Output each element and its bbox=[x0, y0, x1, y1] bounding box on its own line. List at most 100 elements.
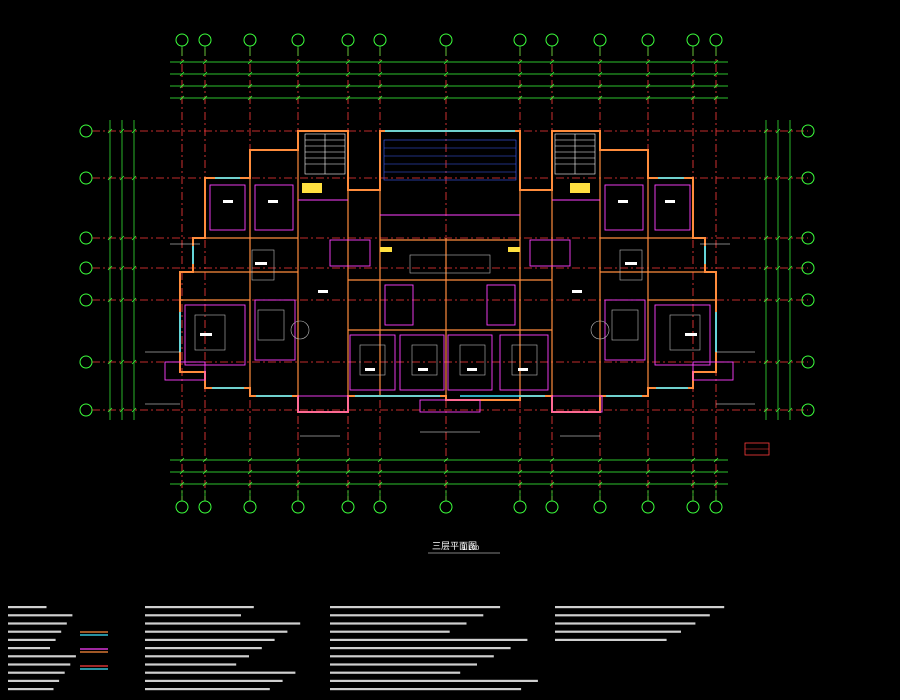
dimension-tick bbox=[107, 407, 113, 413]
dimension-tick bbox=[787, 128, 793, 134]
dimension-tick bbox=[131, 235, 137, 241]
dimension-tick bbox=[517, 59, 523, 65]
grid-bubble-left bbox=[79, 293, 93, 307]
grid-bubble-right bbox=[801, 293, 815, 307]
dimension-tick bbox=[131, 297, 137, 303]
dimension-tick bbox=[645, 469, 651, 475]
grid-bubble-right bbox=[801, 261, 815, 275]
grid-bubble-right bbox=[801, 124, 815, 138]
dimension-tick bbox=[179, 71, 185, 77]
grid-bubble-top bbox=[545, 33, 559, 56]
grid-bubble-left bbox=[79, 124, 93, 138]
grid-bubble-bottom bbox=[291, 490, 305, 514]
partition-walls bbox=[184, 184, 711, 391]
dimension-tick bbox=[645, 59, 651, 65]
note-line bbox=[8, 679, 60, 682]
dimension-tick bbox=[377, 457, 383, 463]
grid-bubble-top bbox=[198, 33, 212, 56]
dimension-tick bbox=[345, 481, 351, 487]
dimension-tick bbox=[131, 407, 137, 413]
room-text-marks bbox=[200, 200, 697, 371]
dimension-tick bbox=[690, 457, 696, 463]
dimension-tick bbox=[377, 469, 383, 475]
dimension-tick bbox=[787, 265, 793, 271]
note-line bbox=[145, 647, 262, 650]
dimension-tick bbox=[179, 469, 185, 475]
dimension-tick bbox=[131, 359, 137, 365]
grid-bubble-bottom bbox=[373, 490, 387, 514]
grid-bubble-top bbox=[373, 33, 387, 56]
dimension-tick bbox=[119, 175, 125, 181]
dimension-tick bbox=[597, 83, 603, 89]
level-legend-box bbox=[744, 442, 770, 456]
dimension-tick bbox=[247, 457, 253, 463]
dimension-tick bbox=[713, 83, 719, 89]
grid-bubble-bottom bbox=[545, 490, 559, 514]
dimension-tick bbox=[517, 95, 523, 101]
note-line bbox=[8, 647, 50, 650]
annotation-leaders bbox=[145, 243, 755, 437]
dimension-tick bbox=[763, 235, 769, 241]
dimension-tick bbox=[443, 481, 449, 487]
dimension-tick bbox=[517, 457, 523, 463]
dimension-tick bbox=[377, 59, 383, 65]
dimension-tick bbox=[202, 481, 208, 487]
note-line bbox=[330, 655, 494, 658]
dimension-tick bbox=[690, 469, 696, 475]
dimension-tick bbox=[345, 469, 351, 475]
dimension-tick bbox=[107, 297, 113, 303]
dimension-tick bbox=[345, 457, 351, 463]
dimension-tick bbox=[690, 83, 696, 89]
top-dimension-lines bbox=[170, 61, 728, 99]
dimension-tick bbox=[763, 265, 769, 271]
dimension-tick bbox=[549, 59, 555, 65]
dimension-tick bbox=[107, 128, 113, 134]
dimension-tick bbox=[107, 175, 113, 181]
dimension-tick bbox=[645, 83, 651, 89]
note-line bbox=[330, 630, 450, 633]
note-line bbox=[8, 655, 76, 658]
note-line bbox=[145, 614, 241, 617]
dimension-tick bbox=[775, 265, 781, 271]
note-line bbox=[145, 688, 270, 691]
note-line bbox=[145, 622, 301, 625]
dimension-tick bbox=[713, 59, 719, 65]
dimension-tick bbox=[645, 457, 651, 463]
note-line bbox=[330, 647, 511, 650]
dimension-tick bbox=[377, 481, 383, 487]
note-line bbox=[145, 638, 275, 641]
dimension-tick bbox=[443, 469, 449, 475]
dimension-tick bbox=[549, 71, 555, 77]
stair-core-left bbox=[304, 133, 346, 175]
dimension-tick bbox=[295, 95, 301, 101]
note-line bbox=[330, 638, 528, 641]
dimension-tick bbox=[597, 469, 603, 475]
dimension-tick bbox=[295, 83, 301, 89]
windows bbox=[179, 130, 717, 397]
dimension-tick bbox=[787, 175, 793, 181]
dimension-tick bbox=[345, 83, 351, 89]
dimension-tick bbox=[202, 83, 208, 89]
grid-bubble-left bbox=[79, 171, 93, 185]
dimension-tick bbox=[179, 59, 185, 65]
dimension-tick bbox=[549, 83, 555, 89]
drawing-title-group: 三层平面图 1:100 bbox=[428, 541, 500, 554]
dimension-tick bbox=[597, 481, 603, 487]
dimension-tick bbox=[549, 457, 555, 463]
dimension-tick bbox=[597, 95, 603, 101]
dimension-tick bbox=[377, 71, 383, 77]
dimension-tick bbox=[295, 481, 301, 487]
dimension-tick bbox=[713, 71, 719, 77]
grid-bubble-bottom bbox=[341, 490, 355, 514]
dimension-tick bbox=[131, 128, 137, 134]
dimension-tick bbox=[775, 175, 781, 181]
dimension-tick bbox=[763, 407, 769, 413]
furniture bbox=[194, 249, 701, 376]
bottom-dimension-lines bbox=[170, 459, 728, 485]
notes-legend-swatches bbox=[80, 631, 108, 670]
grid-bubble-left bbox=[79, 231, 93, 245]
dimension-tick bbox=[775, 407, 781, 413]
dimension-tick bbox=[713, 95, 719, 101]
dimension-tick bbox=[713, 481, 719, 487]
